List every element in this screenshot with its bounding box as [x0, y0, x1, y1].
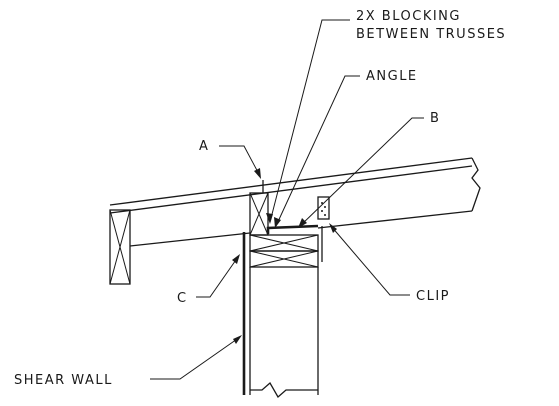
c-label: C [177, 291, 188, 306]
c-leader [196, 254, 240, 298]
fascia-board [109, 209, 131, 285]
clip-label: CLIP [416, 289, 450, 304]
a-label: A [199, 139, 209, 154]
shear-wall-leader [150, 335, 242, 380]
blocking [249, 180, 269, 236]
angle [266, 224, 319, 234]
shear-wall-label: SHEAR WALL [14, 373, 113, 388]
angle-label: ANGLE [366, 69, 418, 84]
blocking-leader [266, 19, 350, 224]
shear-wall [242, 226, 323, 399]
angle-leader [274, 75, 360, 228]
top-plate [249, 234, 319, 268]
roof-truss [109, 157, 481, 247]
b-leader [298, 117, 424, 228]
clip-leader [329, 223, 410, 296]
b-label: B [430, 111, 440, 126]
blocking-label-line2: BETWEEN TRUSSES [356, 27, 506, 42]
a-leader [219, 145, 261, 179]
blocking-label-line1: 2X BLOCKING [356, 9, 461, 24]
